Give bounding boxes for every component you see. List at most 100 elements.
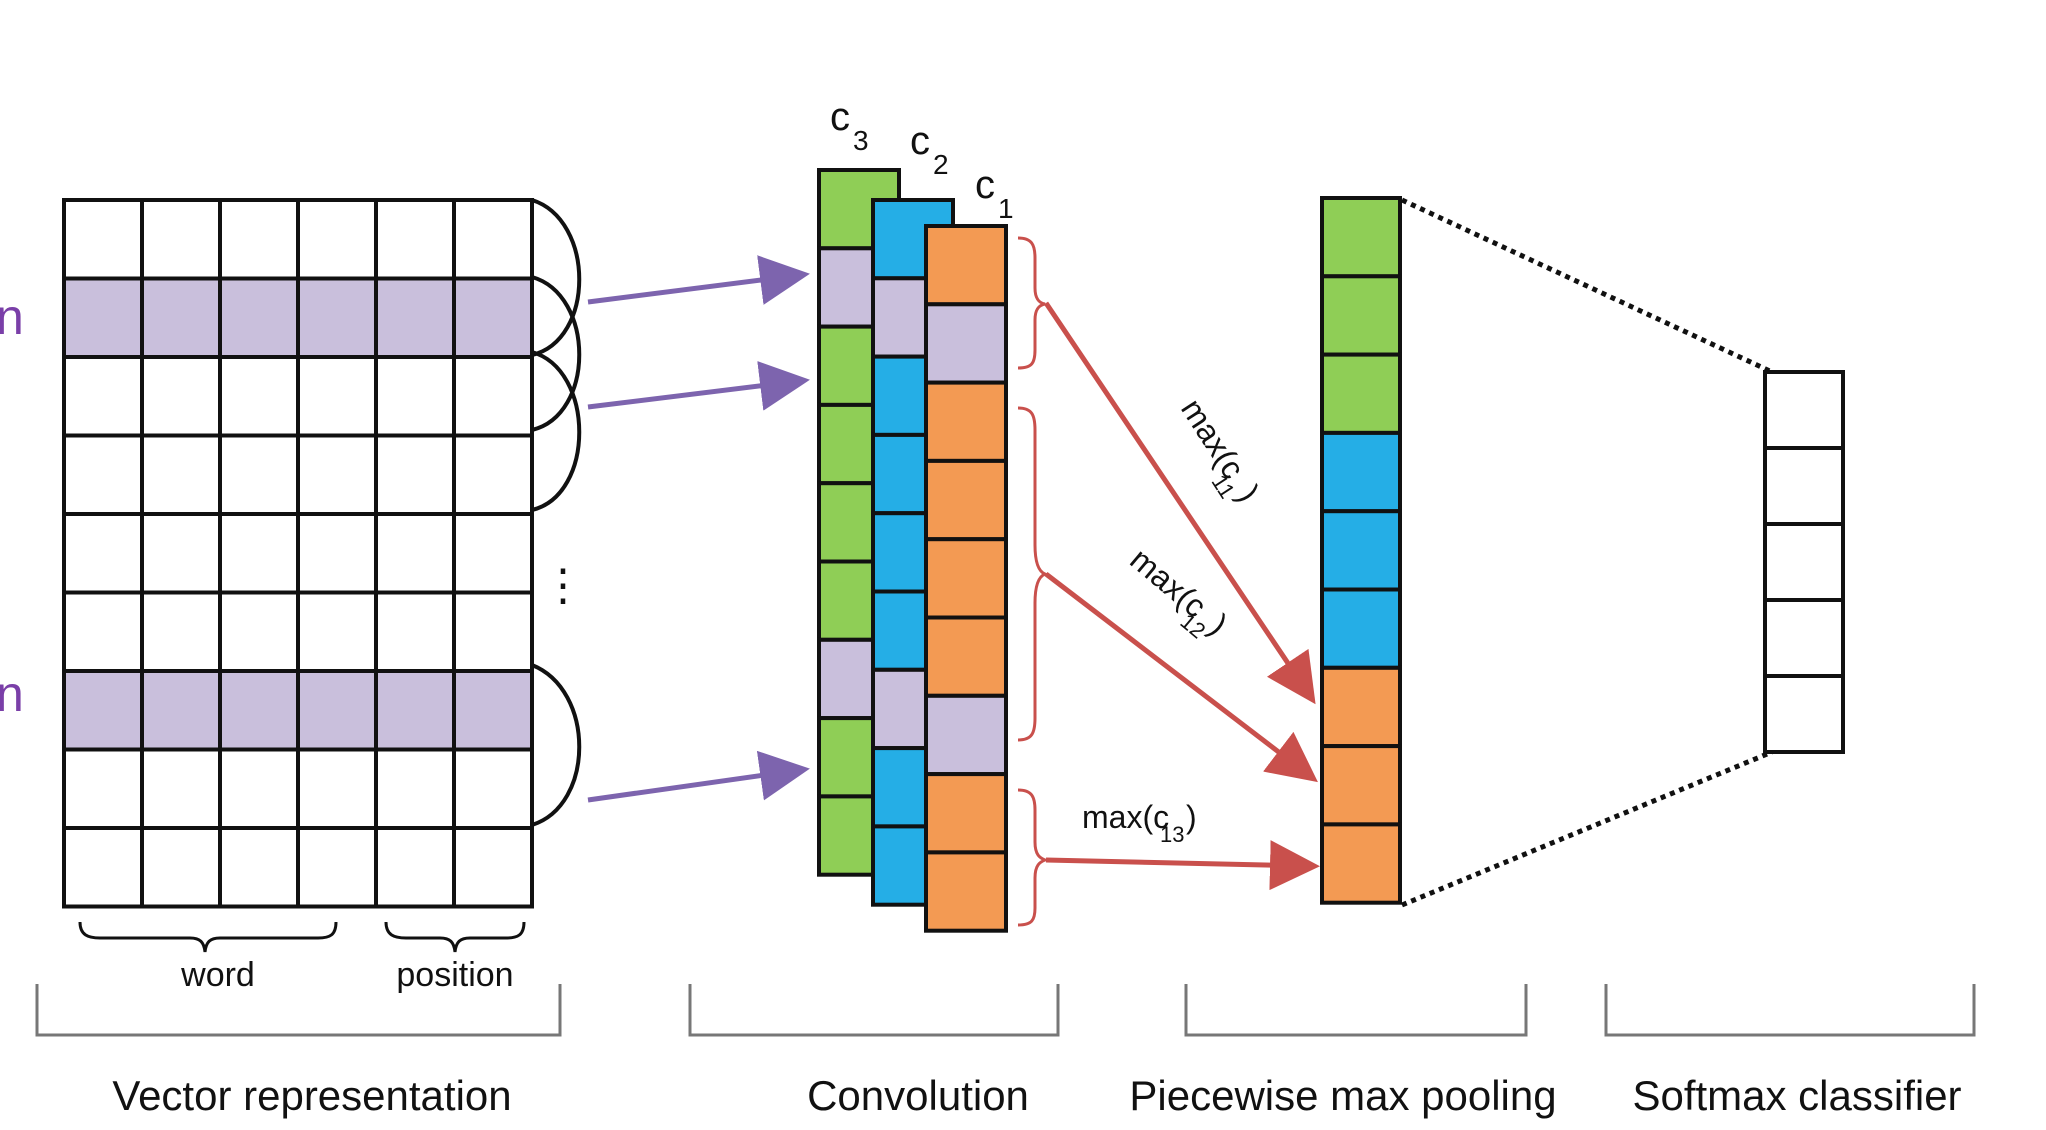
input-cell-r4-c1 bbox=[140, 512, 222, 595]
input-cell-r1-c0 bbox=[62, 276, 144, 359]
input-cell-r5-c1 bbox=[140, 590, 222, 673]
input-cell-r7-c5 bbox=[452, 747, 534, 830]
input-to-conv-arrows bbox=[587, 255, 810, 803]
softmax-cell-1 bbox=[1763, 446, 1845, 526]
input-cell-r5-c3 bbox=[296, 590, 378, 673]
input-cell-r7-c3 bbox=[296, 747, 378, 830]
conv-label-c2: c 2 bbox=[910, 119, 949, 180]
input-cell-r0-c1 bbox=[140, 198, 222, 281]
input-cell-r6-c2 bbox=[218, 669, 300, 752]
bracket-softmax bbox=[1604, 984, 1976, 1037]
pooling-cell-1 bbox=[1320, 274, 1402, 357]
conv-c1-cell-5 bbox=[924, 615, 1008, 698]
max-label-13-sub: 13 bbox=[1160, 822, 1184, 847]
input-cell-r3-c4 bbox=[374, 433, 456, 516]
position-brace bbox=[384, 921, 526, 953]
pooling-arrows bbox=[1043, 301, 1320, 891]
input-cell-r3-c0 bbox=[62, 433, 144, 516]
input-cell-r1-c3 bbox=[296, 276, 378, 359]
input-cell-r2-c5 bbox=[452, 355, 534, 438]
conv-label-c1: c 1 bbox=[975, 163, 1014, 224]
conv-c1-cell-7 bbox=[924, 772, 1008, 855]
pooling-cell-8 bbox=[1320, 822, 1402, 905]
purple-arrow-3 bbox=[587, 750, 810, 803]
pooling-cell-7 bbox=[1320, 744, 1402, 827]
input-cell-r8-c2 bbox=[218, 826, 300, 909]
segment-brace-1 bbox=[1017, 236, 1046, 370]
side-label-bottom: n bbox=[0, 666, 24, 722]
conv-c1-cell-2 bbox=[924, 380, 1008, 463]
input-cell-r5-c4 bbox=[374, 590, 456, 673]
pooling-cell-0 bbox=[1320, 196, 1402, 279]
softmax-connectors bbox=[1400, 197, 1774, 908]
word-brace bbox=[78, 921, 338, 953]
pooling-cell-6 bbox=[1320, 665, 1402, 749]
input-cell-r0-c2 bbox=[218, 198, 300, 281]
conv-c1-cell-1 bbox=[924, 302, 1008, 385]
conv-label-c3-letter: c bbox=[830, 95, 850, 139]
input-cell-r7-c4 bbox=[374, 747, 456, 830]
input-cell-r6-c0 bbox=[62, 669, 144, 752]
input-cell-r6-c4 bbox=[374, 669, 456, 752]
pooling-cell-4 bbox=[1320, 509, 1402, 592]
input-cell-r2-c3 bbox=[296, 355, 378, 438]
input-cell-r5-c0 bbox=[62, 590, 144, 673]
pooling-cell-5 bbox=[1320, 587, 1402, 670]
input-cell-r6-c5 bbox=[452, 669, 534, 752]
max-label-13-suffix: ) bbox=[1186, 799, 1197, 835]
input-cell-r7-c1 bbox=[140, 747, 222, 830]
input-cell-r8-c3 bbox=[296, 826, 378, 909]
purple-arrow-1 bbox=[587, 255, 810, 305]
segment-brace-2 bbox=[1017, 406, 1050, 742]
input-cell-r2-c0 bbox=[62, 355, 144, 438]
input-matrix bbox=[62, 198, 534, 909]
ellipsis: ⋮ bbox=[541, 561, 585, 610]
max-label-11-prefix: max(c bbox=[1174, 392, 1252, 485]
side-label-top: n bbox=[0, 289, 24, 345]
softmax-cell-3 bbox=[1763, 598, 1845, 678]
max-label-13: max(c 13 ) bbox=[1082, 799, 1197, 847]
conv-label-c1-sub: 1 bbox=[998, 193, 1014, 224]
softmax-cell-4 bbox=[1763, 674, 1845, 754]
softmax-column bbox=[1763, 370, 1845, 754]
segment-brace-3 bbox=[1017, 788, 1050, 927]
input-cell-r7-c2 bbox=[218, 747, 300, 830]
input-cell-r3-c3 bbox=[296, 433, 378, 516]
input-cell-r4-c0 bbox=[62, 512, 144, 595]
word-label: word bbox=[180, 956, 255, 994]
input-cell-r8-c1 bbox=[140, 826, 222, 909]
conv-label-c1-letter: c bbox=[975, 163, 995, 207]
convolution-columns bbox=[817, 168, 1008, 933]
input-cell-r2-c1 bbox=[140, 355, 222, 438]
input-cell-r5-c5 bbox=[452, 590, 534, 673]
input-cell-r4-c5 bbox=[452, 512, 534, 595]
position-label: position bbox=[396, 956, 513, 994]
conv-label-c3: c 3 bbox=[830, 95, 869, 156]
conv-c1-cell-6 bbox=[924, 693, 1008, 777]
input-cell-r0-c3 bbox=[296, 198, 378, 281]
bracket-pooling bbox=[1184, 984, 1528, 1037]
section-title-convolution: Convolution bbox=[807, 1072, 1029, 1119]
section-title-pooling: Piecewise max pooling bbox=[1129, 1072, 1556, 1119]
softmax-cell-2 bbox=[1763, 522, 1845, 602]
red-arrow-3 bbox=[1045, 840, 1320, 891]
input-cell-r8-c0 bbox=[62, 826, 144, 909]
conv-label-c2-letter: c bbox=[910, 119, 930, 163]
input-cell-r8-c5 bbox=[452, 826, 534, 909]
conv-c1-cell-8 bbox=[924, 850, 1008, 933]
input-cell-r1-c5 bbox=[452, 276, 534, 359]
input-cell-r0-c5 bbox=[452, 198, 534, 281]
section-title-vector: Vector representation bbox=[112, 1072, 511, 1119]
input-cell-r3-c5 bbox=[452, 433, 534, 516]
window-arcs bbox=[531, 198, 582, 827]
conv-c1-cell-3 bbox=[924, 458, 1008, 542]
max-label-11: max(c 11 ) bbox=[1174, 392, 1267, 508]
input-cell-r4-c2 bbox=[218, 512, 300, 595]
input-cell-r4-c3 bbox=[296, 512, 378, 595]
input-cell-r3-c2 bbox=[218, 433, 300, 516]
input-cell-r2-c4 bbox=[374, 355, 456, 438]
pooling-cell-3 bbox=[1320, 430, 1402, 514]
purple-arrow-2 bbox=[587, 361, 810, 411]
input-cell-r1-c1 bbox=[140, 276, 222, 359]
conv-label-c2-sub: 2 bbox=[933, 149, 949, 180]
